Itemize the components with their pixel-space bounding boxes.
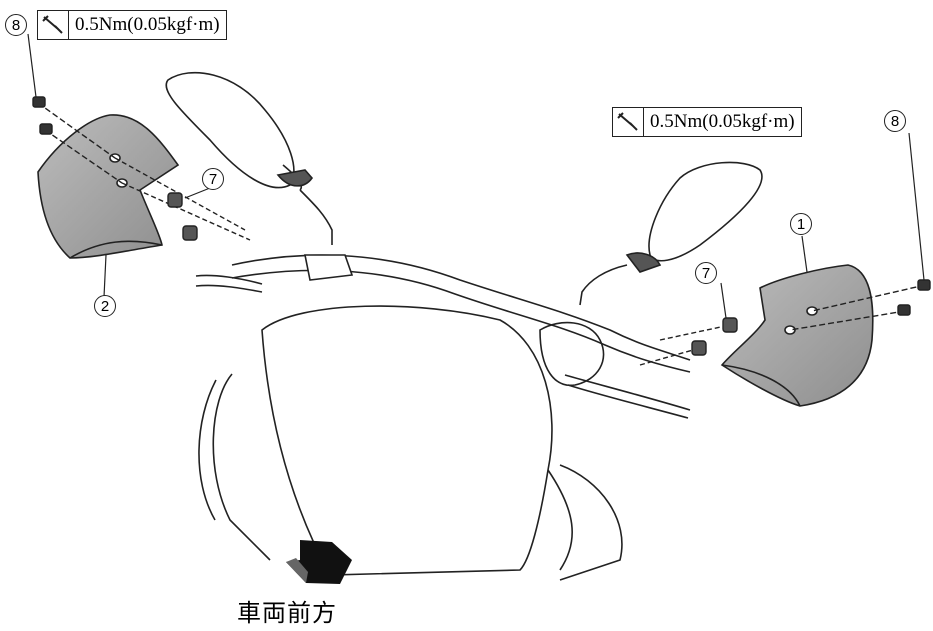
torque-wrench-icon [613, 108, 644, 136]
part-8-right-label: 8 [884, 110, 906, 132]
right-torque-value: 0.5Nm(0.05kgf·m) [650, 111, 795, 132]
left-torque-callout: 0.5Nm(0.05kgf·m) [37, 10, 227, 40]
leader-lines [27, 33, 925, 319]
part-8-left-label: 8 [5, 14, 27, 36]
part-2-label: 2 [94, 295, 116, 317]
left-fasteners [32, 96, 251, 241]
handlebar [195, 254, 691, 419]
part-7-left-label: 7 [202, 168, 224, 190]
part-7-right-label: 7 [695, 262, 717, 284]
forward-arrow-icon [286, 540, 352, 584]
torque-wrench-icon [38, 11, 69, 39]
part-1-label: 1 [790, 213, 812, 235]
left-mirror [165, 71, 333, 245]
vehicle-front-caption: 車両前方 [237, 599, 337, 627]
left-handguard [37, 114, 180, 259]
right-handguard [720, 264, 874, 407]
right-mirror [579, 161, 763, 306]
motorcycle-cowl [198, 305, 623, 581]
right-fasteners [639, 279, 931, 366]
right-torque-callout: 0.5Nm(0.05kgf·m) [612, 107, 802, 137]
left-torque-value: 0.5Nm(0.05kgf·m) [75, 14, 220, 35]
